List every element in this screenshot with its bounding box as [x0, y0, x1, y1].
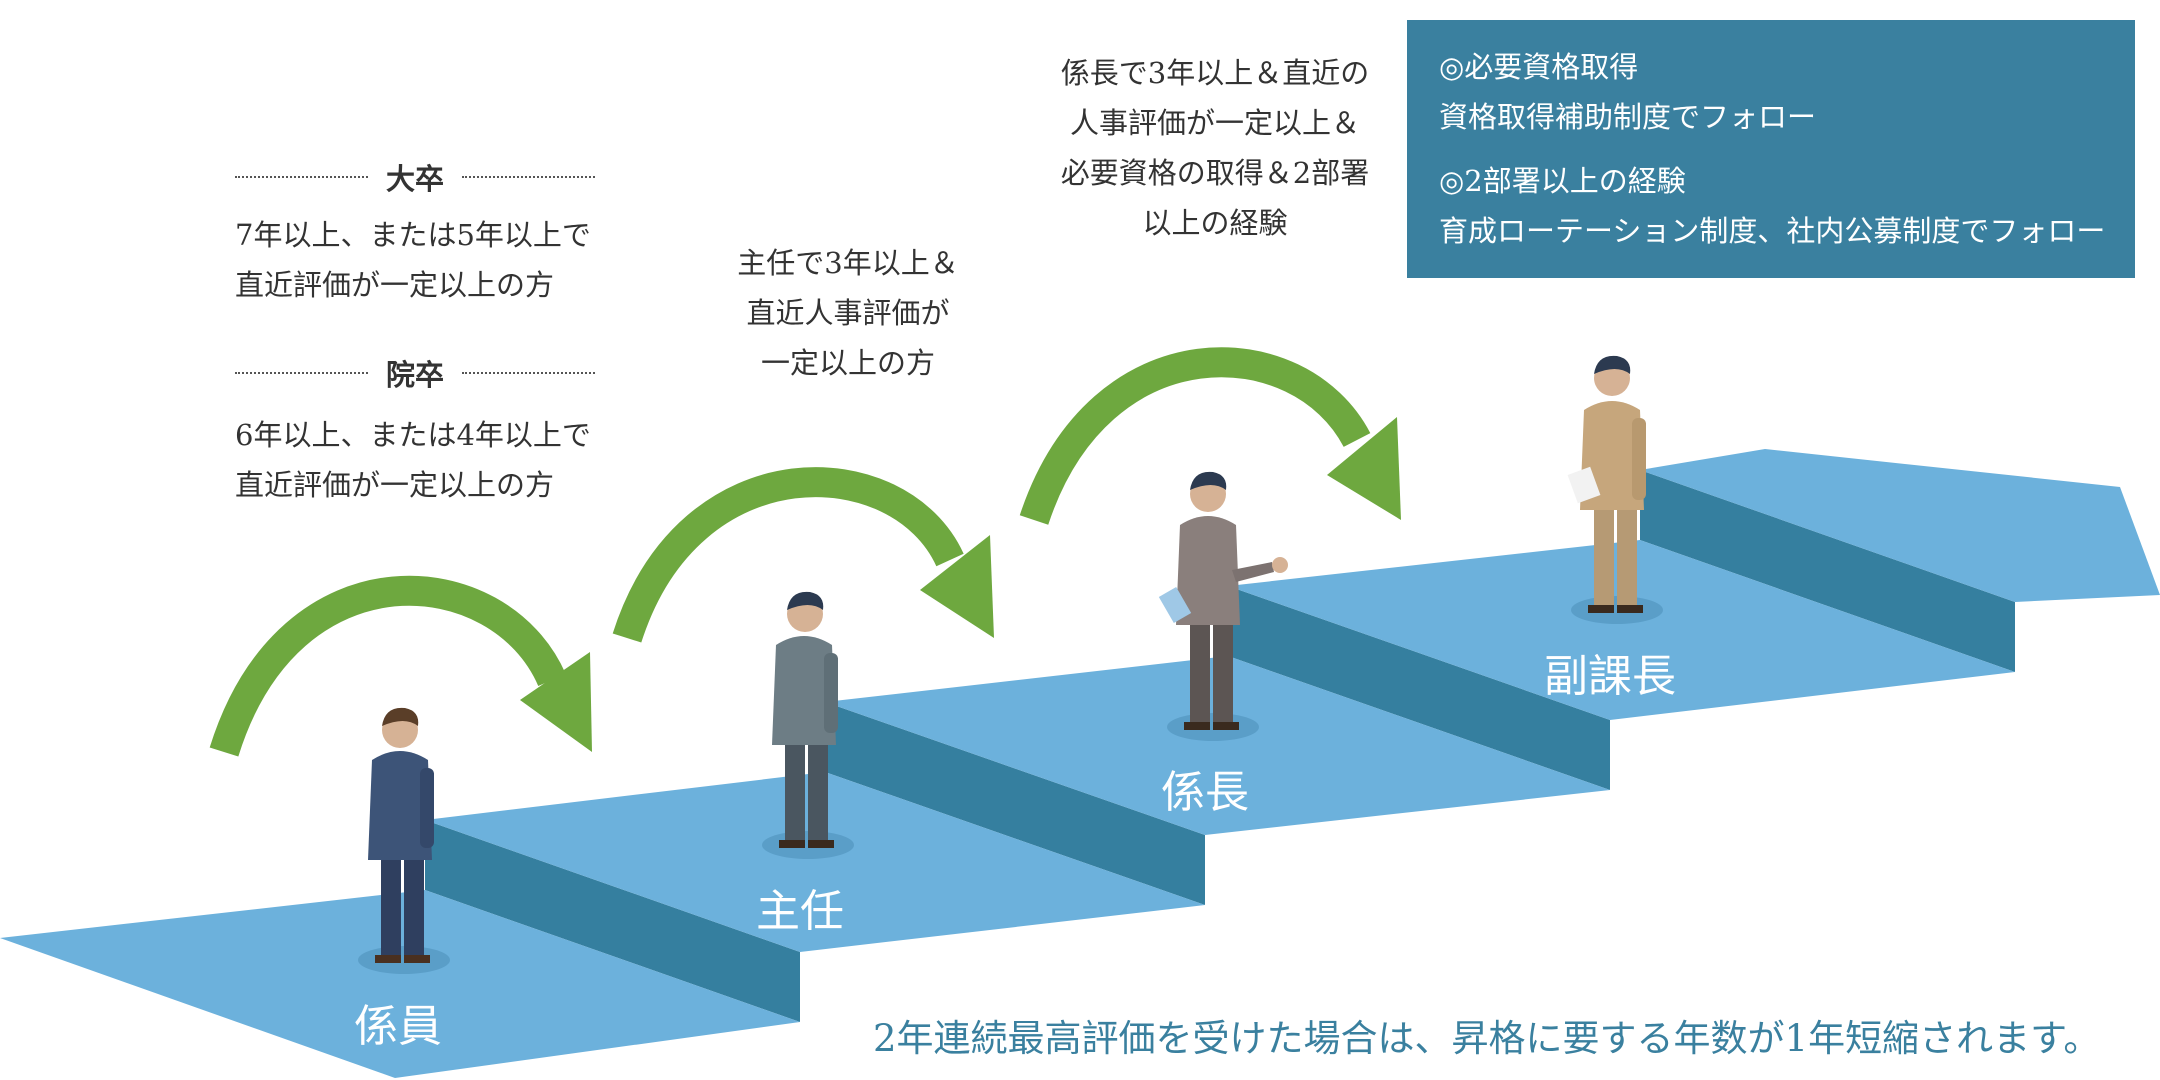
step-riser-3 — [1228, 586, 1610, 790]
step-riser-1 — [425, 820, 800, 1022]
insotsu-divider: 院卒 — [235, 348, 596, 398]
insotsu-label: 院卒 — [386, 358, 445, 392]
step-top-1 — [0, 890, 800, 1078]
info-item2-desc: 育成ローテーション制度、社内公募制度でフォロー — [1439, 214, 2106, 248]
daisotsu-label: 大卒 — [386, 162, 445, 196]
kakaricho-note-line-4: 以上の経験 — [1142, 206, 1288, 240]
step-top-4 — [1228, 540, 2015, 720]
shunin-note-line-1: 主任で3年以上＆ — [737, 246, 959, 280]
stage-label-shunin: 主任 — [756, 886, 844, 937]
promotion-footnote: 2年連続最高評価を受けた場合は、昇格に要する年数が1年短縮されます。 — [873, 1017, 2101, 1060]
shunin-note-line-2: 直近人事評価が — [746, 296, 950, 330]
promotion-arrow-2 — [612, 467, 994, 643]
info-item1-desc: 資格取得補助制度でフォロー — [1439, 100, 1817, 134]
insotsu-line-1: 6年以上、または4年以上で — [235, 418, 591, 452]
person-figure-kakariin — [358, 707, 450, 974]
stage-label-fukukacho: 副課長 — [1544, 651, 1676, 702]
info-item1-title: ◎必要資格取得 — [1439, 50, 1639, 84]
kakaricho-note-line-1: 係長で3年以上＆直近の — [1060, 56, 1370, 90]
daisotsu-divider: 大卒 — [235, 152, 596, 202]
shunin-note-line-3: 一定以上の方 — [760, 346, 935, 380]
insotsu-line-2: 直近評価が一定以上の方 — [235, 468, 555, 502]
step-top-2 — [425, 772, 1205, 952]
kakaricho-note-line-2: 人事評価が一定以上＆ — [1069, 106, 1360, 140]
step-top-5 — [1640, 449, 2160, 602]
step-riser-4 — [1640, 470, 2015, 672]
promotion-arrow-1 — [209, 575, 592, 757]
step-top-3 — [825, 656, 1610, 835]
person-figure-fukukacho — [1567, 355, 1663, 624]
stage-label-kakariin: 係員 — [354, 1001, 442, 1052]
promotion-arrow-3 — [1019, 347, 1401, 525]
step-riser-2 — [825, 702, 1205, 905]
stage-label-kakaricho: 係長 — [1161, 767, 1249, 818]
daisotsu-line-2: 直近評価が一定以上の方 — [235, 268, 555, 302]
person-figure-kakaricho — [1158, 471, 1288, 741]
daisotsu-line-1: 7年以上、または5年以上で — [235, 218, 591, 252]
kakaricho-note-line-3: 必要資格の取得＆2部署 — [1060, 156, 1370, 190]
requirements-info-box: ◎必要資格取得 資格取得補助制度でフォロー ◎2部署以上の経験 育成ローテーショ… — [1407, 20, 2135, 278]
info-item2-title: ◎2部署以上の経験 — [1439, 164, 1686, 198]
person-figure-shunin — [762, 591, 854, 859]
